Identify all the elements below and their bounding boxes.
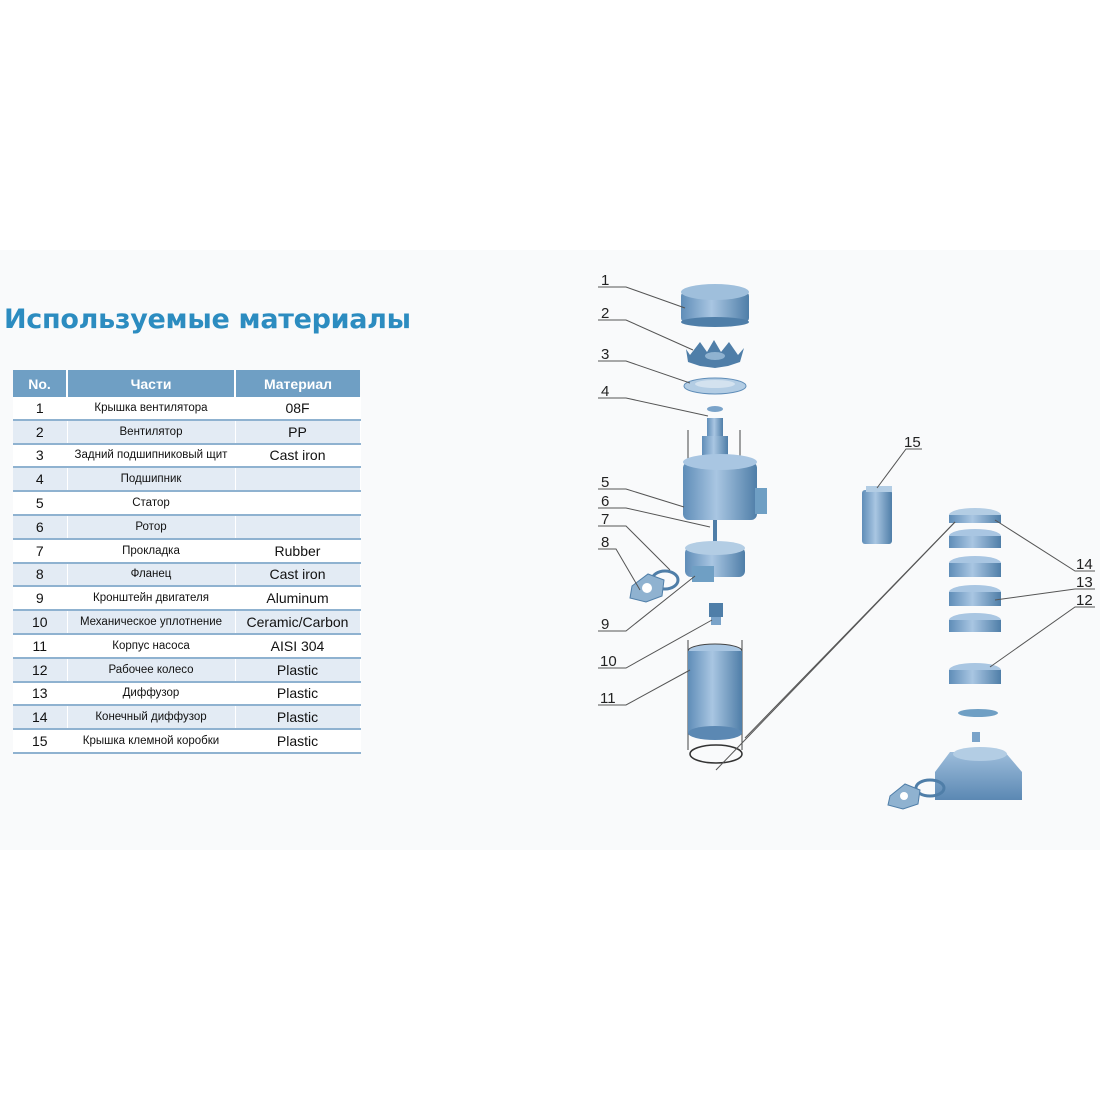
row-material (235, 514, 361, 540)
row-part-name: Статор (67, 491, 236, 516)
terminal-box-cover-part (862, 486, 892, 544)
row-material: Cast iron (235, 443, 361, 469)
row-number: 14 (13, 705, 68, 731)
row-part-name: Подшипник (67, 467, 236, 493)
row-number: 3 (13, 443, 68, 469)
callout-8: 8 (601, 534, 609, 551)
callout-10: 10 (600, 653, 617, 670)
row-part-name: Крышка клемной коробки (67, 729, 236, 754)
mechanical-seal-part (709, 603, 723, 625)
row-material: Ceramic/Carbon (235, 610, 361, 635)
row-material (235, 467, 361, 493)
pump-base-part (887, 747, 1022, 810)
row-number: 5 (13, 491, 68, 516)
row-part-name: Крышка вентилятора (67, 397, 236, 421)
row-number: 2 (13, 419, 68, 445)
callout-9: 9 (601, 616, 609, 633)
header-material: Материал (235, 370, 360, 397)
row-part-name: Вентилятор (67, 419, 236, 445)
row-number: 15 (13, 729, 68, 754)
row-material (235, 491, 361, 516)
row-material: AISI 304 (235, 633, 361, 659)
pump-housing-part (687, 640, 743, 764)
header-part: Части (67, 370, 236, 397)
callout-3: 3 (601, 346, 609, 363)
table-header-row: No. Части Материал (13, 370, 360, 397)
row-part-name: Корпус насоса (67, 633, 236, 659)
callout-1: 1 (601, 272, 609, 289)
row-part-name: Механическое уплотнение (67, 610, 236, 635)
bearing-part (707, 406, 723, 438)
row-material: Rubber (235, 538, 361, 564)
row-part-name: Задний подшипниковый щит (67, 443, 236, 469)
callout-6: 6 (601, 493, 609, 510)
row-part-name: Фланец (67, 562, 236, 588)
bearing-shield-part (683, 377, 747, 395)
row-material: Aluminum (235, 586, 361, 612)
stage-stack-part (949, 508, 1001, 742)
gasket-flange-part (629, 569, 680, 603)
row-material: Plastic (235, 657, 361, 683)
row-part-name: Ротор (67, 514, 236, 540)
callout-13: 13 (1076, 574, 1093, 591)
row-part-name: Кронштейн двигателя (67, 586, 236, 612)
row-part-name: Конечный диффузор (67, 705, 236, 731)
callout-14: 14 (1076, 556, 1093, 573)
fan-part (686, 340, 744, 368)
row-number: 13 (13, 681, 68, 707)
row-part-name: Рабочее колесо (67, 657, 236, 683)
row-material: 08F (235, 397, 361, 421)
row-material: Plastic (235, 681, 361, 707)
row-number: 12 (13, 657, 68, 683)
row-number: 4 (13, 467, 68, 493)
row-material: PP (235, 419, 361, 445)
callout-2: 2 (601, 305, 609, 322)
row-number: 1 (13, 397, 68, 421)
row-number: 10 (13, 610, 68, 635)
fan-cover-part (681, 284, 749, 327)
callout-15: 15 (904, 434, 921, 451)
row-part-name: Прокладка (67, 538, 236, 564)
header-no: No. (13, 370, 68, 397)
motor-bracket-part (685, 541, 745, 582)
row-part-name: Диффузор (67, 681, 236, 707)
row-number: 11 (13, 633, 68, 659)
row-number: 9 (13, 586, 68, 612)
leader-lines (598, 286, 1095, 771)
stator-part (683, 430, 767, 520)
row-number: 6 (13, 514, 68, 540)
row-number: 8 (13, 562, 68, 588)
callout-numbers: 1 2 3 4 5 6 7 8 9 10 11 12 13 14 15 (600, 272, 1093, 707)
row-number: 7 (13, 538, 68, 564)
row-material: Plastic (235, 729, 361, 754)
callout-7: 7 (601, 511, 609, 528)
callout-4: 4 (601, 383, 609, 400)
row-material: Plastic (235, 705, 361, 731)
callout-5: 5 (601, 474, 609, 491)
row-material: Cast iron (235, 562, 361, 588)
callout-12: 12 (1076, 592, 1093, 609)
page-title: Используемые материалы (4, 304, 411, 335)
callout-11: 11 (600, 690, 616, 707)
